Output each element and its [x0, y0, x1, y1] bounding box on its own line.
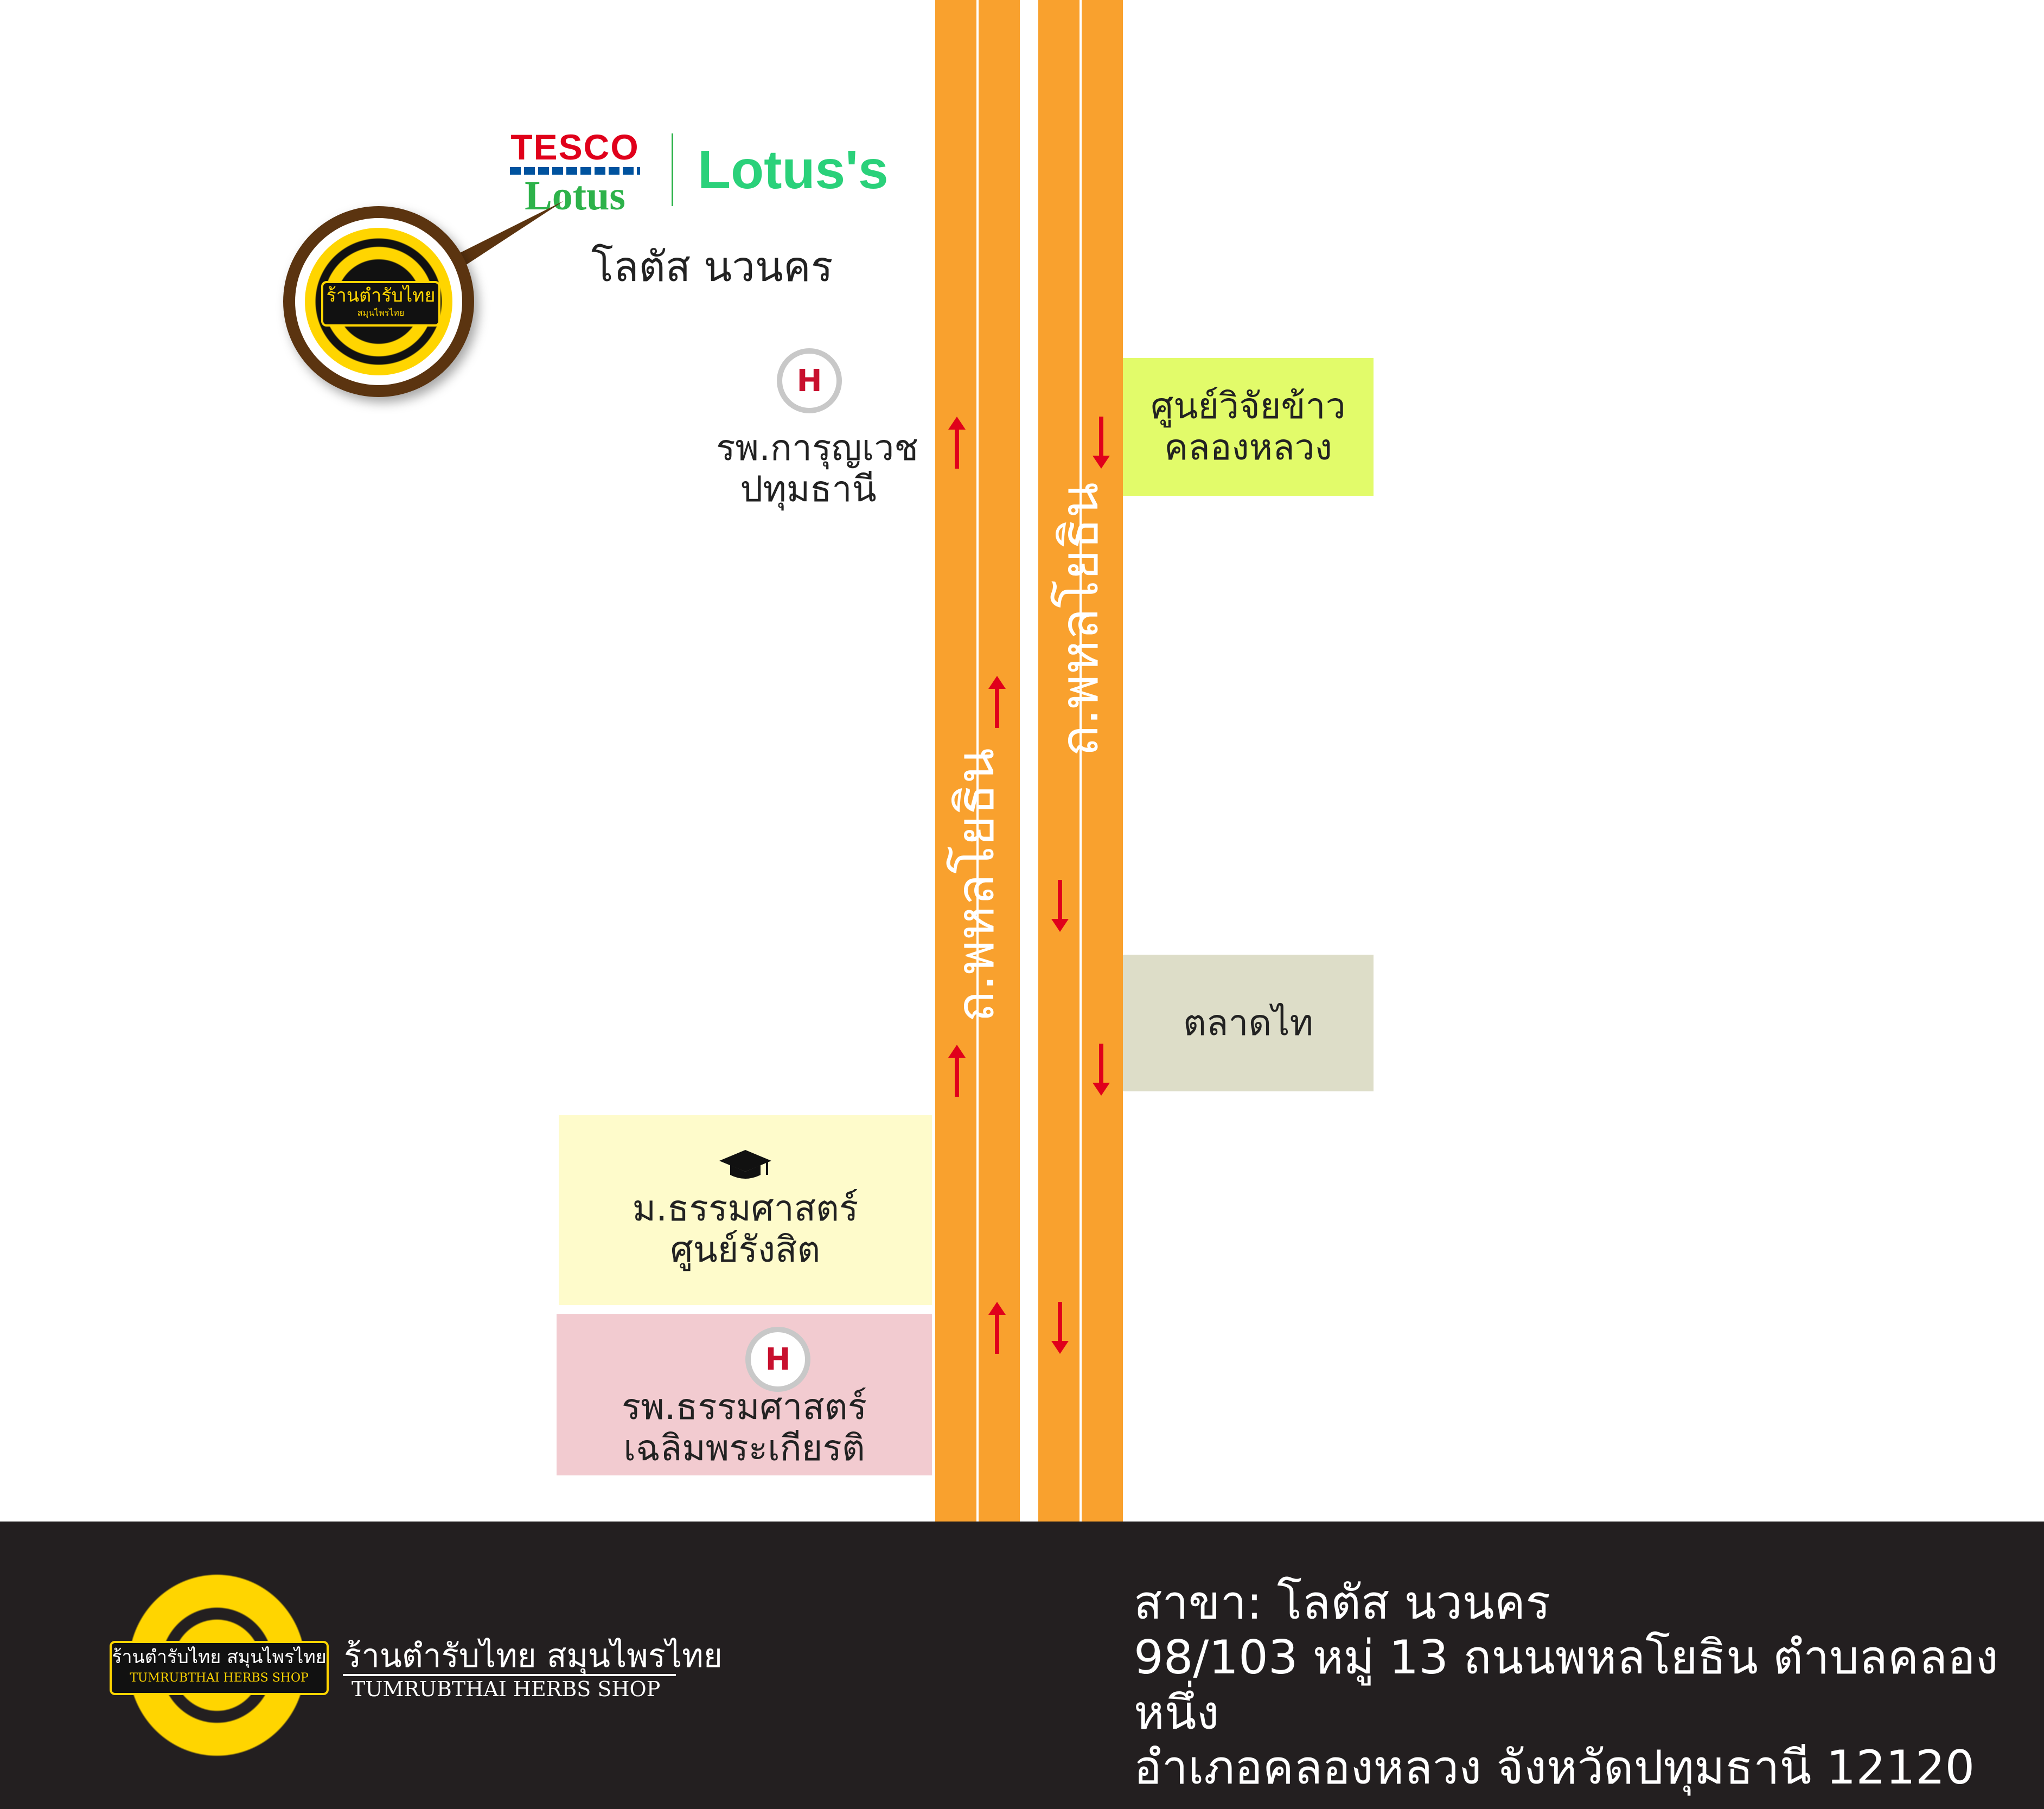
rice-research-box: ศูนย์วิจัยข้าว คลองหลวง [1123, 358, 1374, 496]
footer-address-block: สาขา: โลตัส นวนคร 98/103 หมู่ 13 ถนนพหลโ… [1134, 1576, 2044, 1796]
road-label-left-text: ถ.พหลโยธิน [945, 747, 1006, 1023]
hospital-icon: H [777, 348, 842, 413]
hospital-icon: H [745, 1327, 810, 1392]
arrow-up-icon [948, 417, 966, 469]
logo-divider [672, 133, 673, 206]
thammasat-hospital-line1: รพ.ธรรมศาสตร์ [621, 1386, 867, 1428]
tesco-lotus-logo: TESCO Lotus [504, 127, 646, 216]
road-label-right: ถ.พหลโยธิน [1049, 419, 1110, 820]
lotuss-text: Lotus's [698, 139, 889, 200]
lotuss-logo: Lotus's [698, 140, 889, 200]
thammasat-hospital-line2: เฉลิมพระเกียรติ [623, 1427, 865, 1469]
footer-address-line1: 98/103 หมู่ 13 ถนนพหลโยธิน ตำบลคลองหนึ่ง [1134, 1631, 1998, 1740]
tesco-stripes [510, 167, 640, 175]
graduation-cap-icon [719, 1150, 771, 1179]
lotus-text: Lotus [525, 173, 625, 219]
hospital-karunvech-line2: ปทุมธานี [740, 468, 877, 510]
rice-research-line2: คลองหลวง [1164, 426, 1332, 468]
road-right-center-line [1080, 0, 1082, 1522]
footer-logo-ornament: ร้านตำรับไทย สมุนไพรไทย TUMRUBTHAI HERBS… [110, 1559, 329, 1771]
thammasat-university-line2: ศูนย์รังสิต [670, 1229, 821, 1270]
talad-thai-label: ตลาดไท [1183, 1002, 1313, 1044]
footer-logo-sub: TUMRUBTHAI HERBS SHOP [130, 1671, 309, 1685]
talad-thai-box: ตลาดไท [1123, 955, 1374, 1091]
footer-logo-text: ร้านตำรับไทย สมุนไพรไทย [112, 1646, 327, 1668]
arrow-down-icon [1051, 880, 1069, 932]
arrow-up-icon [988, 676, 1006, 728]
hospital-karunvech-label: รพ.การุญเวช ปทุมธานี [716, 427, 919, 510]
tesco-text: TESCO [510, 127, 640, 167]
shop-pin-badge: ร้านตำรับไทย สมุนไพรไทย [283, 206, 474, 397]
footer-branch: สาขา: โลตัส นวนคร [1134, 1576, 1551, 1630]
thammasat-university-box: ม.ธรรมศาสตร์ ศูนย์รังสิต [559, 1115, 932, 1305]
rice-research-line1: ศูนย์วิจัยข้าว [1151, 385, 1346, 427]
road-left-center-line [976, 0, 979, 1522]
shop-badge-plate: ร้านตำรับไทย สมุนไพรไทย [321, 281, 440, 327]
footer-address-line2: อำเภอคลองหลวง จังหวัดปทุมธานี 12120 [1134, 1741, 1975, 1795]
arrow-up-icon [948, 1045, 966, 1097]
lotus-nawanakorn-label: โลตัส นวนคร [591, 242, 833, 291]
road-label-left: ถ.พหลโยธิน [945, 685, 1006, 1086]
shop-badge-sub: สมุนไพรไทย [357, 308, 405, 318]
footer-bar [0, 1522, 2044, 1809]
hospital-karunvech-line1: รพ.การุญเวช [716, 427, 919, 469]
road-label-right-text: ถ.พหลโยธิน [1049, 482, 1110, 757]
arrow-down-icon [1093, 1044, 1110, 1096]
footer-brand-thai: ร้านตำรับไทย สมุนไพรไทย [344, 1637, 723, 1675]
shop-badge-inner: ร้านตำรับไทย สมุนไพรไทย [295, 218, 462, 385]
thammasat-hospital-box: รพ.ธรรมศาสตร์ เฉลิมพระเกียรติ [557, 1314, 932, 1475]
footer-brand-english: TUMRUBTHAI HERBS SHOP [352, 1677, 661, 1701]
footer-brand-divider [343, 1674, 676, 1676]
shop-badge-core: ร้านตำรับไทย สมุนไพรไทย [305, 228, 452, 375]
shop-badge-text: ร้านตำรับไทย [326, 285, 436, 306]
arrow-down-icon [1093, 417, 1110, 469]
arrow-up-icon [988, 1302, 1006, 1354]
thammasat-university-line1: ม.ธรรมศาสตร์ [632, 1187, 859, 1230]
footer-logo-plate: ร้านตำรับไทย สมุนไพรไทย TUMRUBTHAI HERBS… [110, 1641, 329, 1695]
arrow-down-icon [1051, 1302, 1069, 1354]
